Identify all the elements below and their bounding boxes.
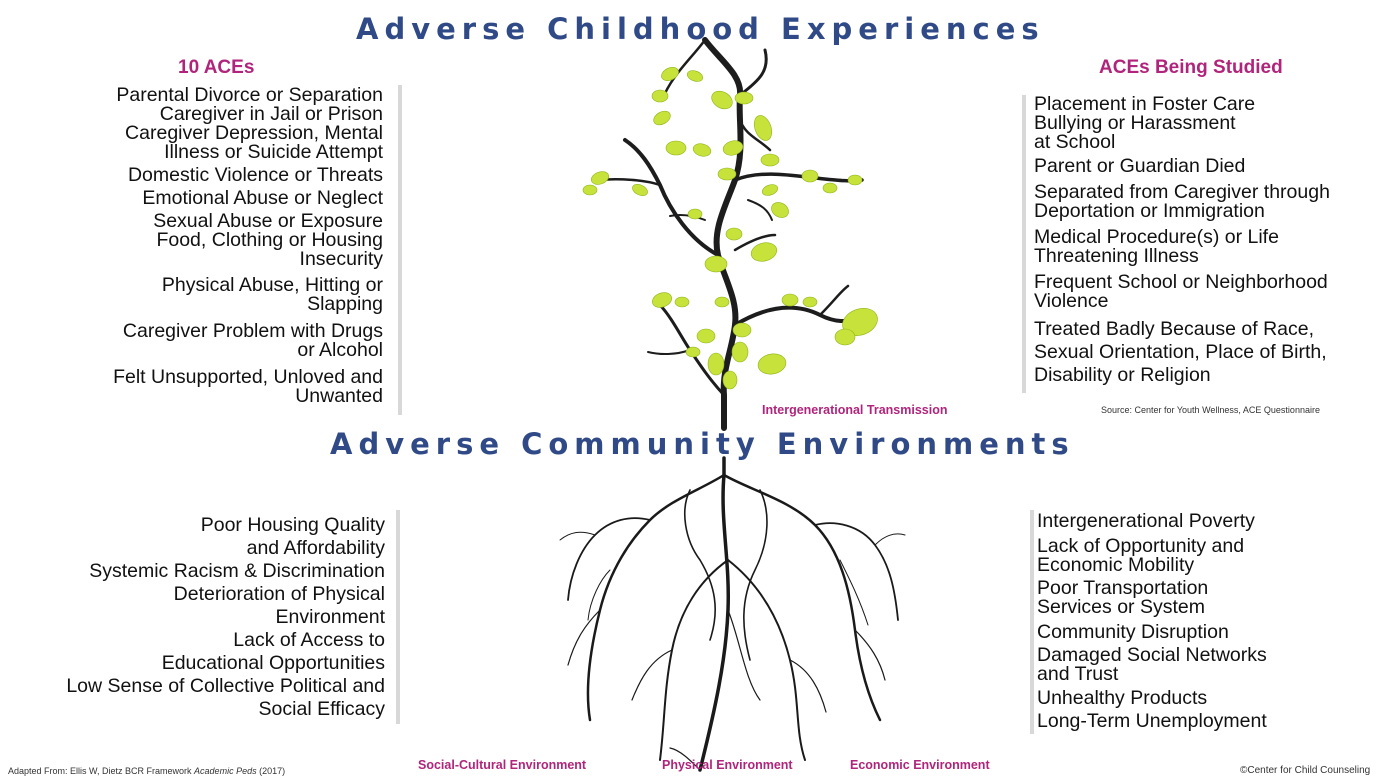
studied-list: Placement in Foster Care Bullying or Har…: [1034, 93, 1384, 387]
list-item: Domestic Violence or Threats: [127, 164, 383, 186]
main-title: Adverse Childhood Experiences: [356, 12, 1045, 46]
copyright: ©Center for Child Counseling: [1240, 765, 1371, 776]
list-item: Systemic Racism & Discrimination: [89, 560, 385, 582]
list-item: Long-Term Unemployment: [1037, 710, 1267, 732]
aces-heading: 10 ACEs: [178, 57, 255, 78]
list-item: Sexual Abuse or Exposure: [153, 210, 383, 232]
economic-label: Economic Environment: [850, 758, 990, 772]
list-item: Intergenerational Poverty: [1037, 510, 1255, 532]
list-item: Parental Divorce or Separation: [116, 84, 383, 106]
studied-heading: ACEs Being Studied: [1099, 57, 1283, 78]
community-right-list: Intergenerational Poverty Lack of Opport…: [1037, 510, 1382, 732]
community-title: Adverse Community Environments: [330, 427, 1075, 461]
list-item: Parent or Guardian Died: [1034, 155, 1246, 177]
list-item: Unhealthy Products: [1037, 687, 1208, 709]
list-item: Caregiver in Jail or Prison: [159, 103, 383, 125]
source-note: Source: Center for Youth Wellness, ACE Q…: [1101, 405, 1320, 415]
social-cultural-label: Social-Cultural Environment: [418, 758, 587, 772]
list-item: Emotional Abuse or Neglect: [142, 187, 383, 209]
list-item: Community Disruption: [1037, 621, 1229, 643]
intergenerational-label: Intergenerational Transmission: [762, 403, 948, 417]
adapted-from: Adapted From: Ellis W, Dietz BCR Framewo…: [8, 766, 286, 776]
list-item: Treated Badly Because of Race,Sexual Ori…: [1034, 318, 1327, 386]
list-item: Placement in Foster Care: [1034, 93, 1256, 115]
physical-label: Physical Environment: [662, 758, 793, 772]
aces-list: Parental Divorce or Separation Caregiver…: [40, 84, 383, 407]
